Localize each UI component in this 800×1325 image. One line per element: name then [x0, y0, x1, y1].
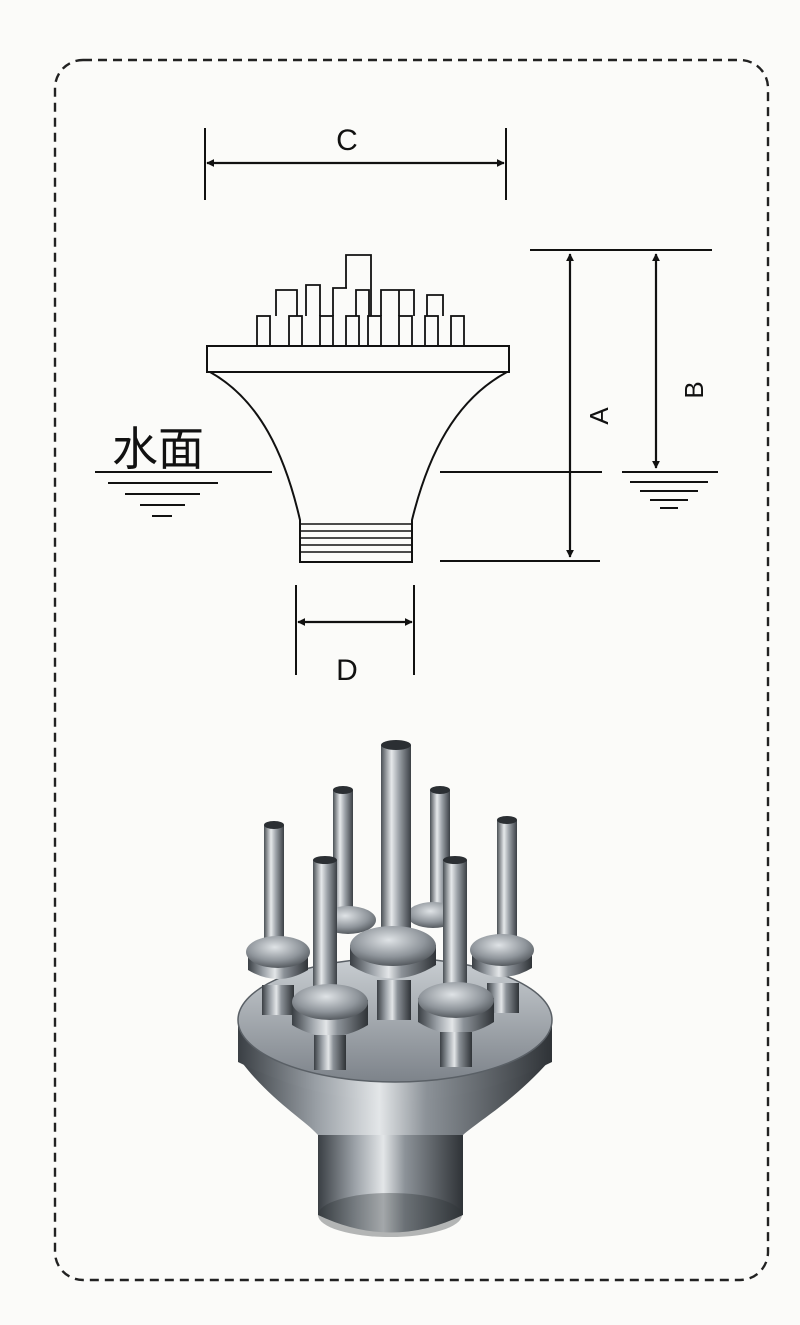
dimension-d: [295, 585, 415, 675]
nozzle-tubes-outline: [256, 254, 465, 347]
nozzle-front-left: [292, 856, 368, 1070]
dimension-a: [440, 249, 712, 562]
nozzle-right: [470, 816, 534, 1013]
technical-drawing: [95, 128, 718, 675]
body-outline: [209, 371, 508, 563]
label-c: C: [336, 124, 358, 157]
nozzle-left: [246, 821, 310, 1015]
dimension-c: [204, 128, 507, 200]
dashed-border: [53, 58, 770, 1282]
label-b: B: [679, 381, 709, 398]
flange-outline: [206, 345, 510, 373]
nozzle-product-photo: [237, 740, 553, 1237]
label-a: A: [584, 407, 614, 425]
nozzle-center: [350, 740, 436, 1020]
thread-lines: [300, 523, 412, 553]
nozzle-front-right: [418, 856, 494, 1067]
label-d: D: [336, 654, 358, 687]
water-surface-right: [440, 471, 718, 509]
label-water-surface: 水面: [112, 423, 204, 475]
water-surface-left: [95, 471, 272, 517]
